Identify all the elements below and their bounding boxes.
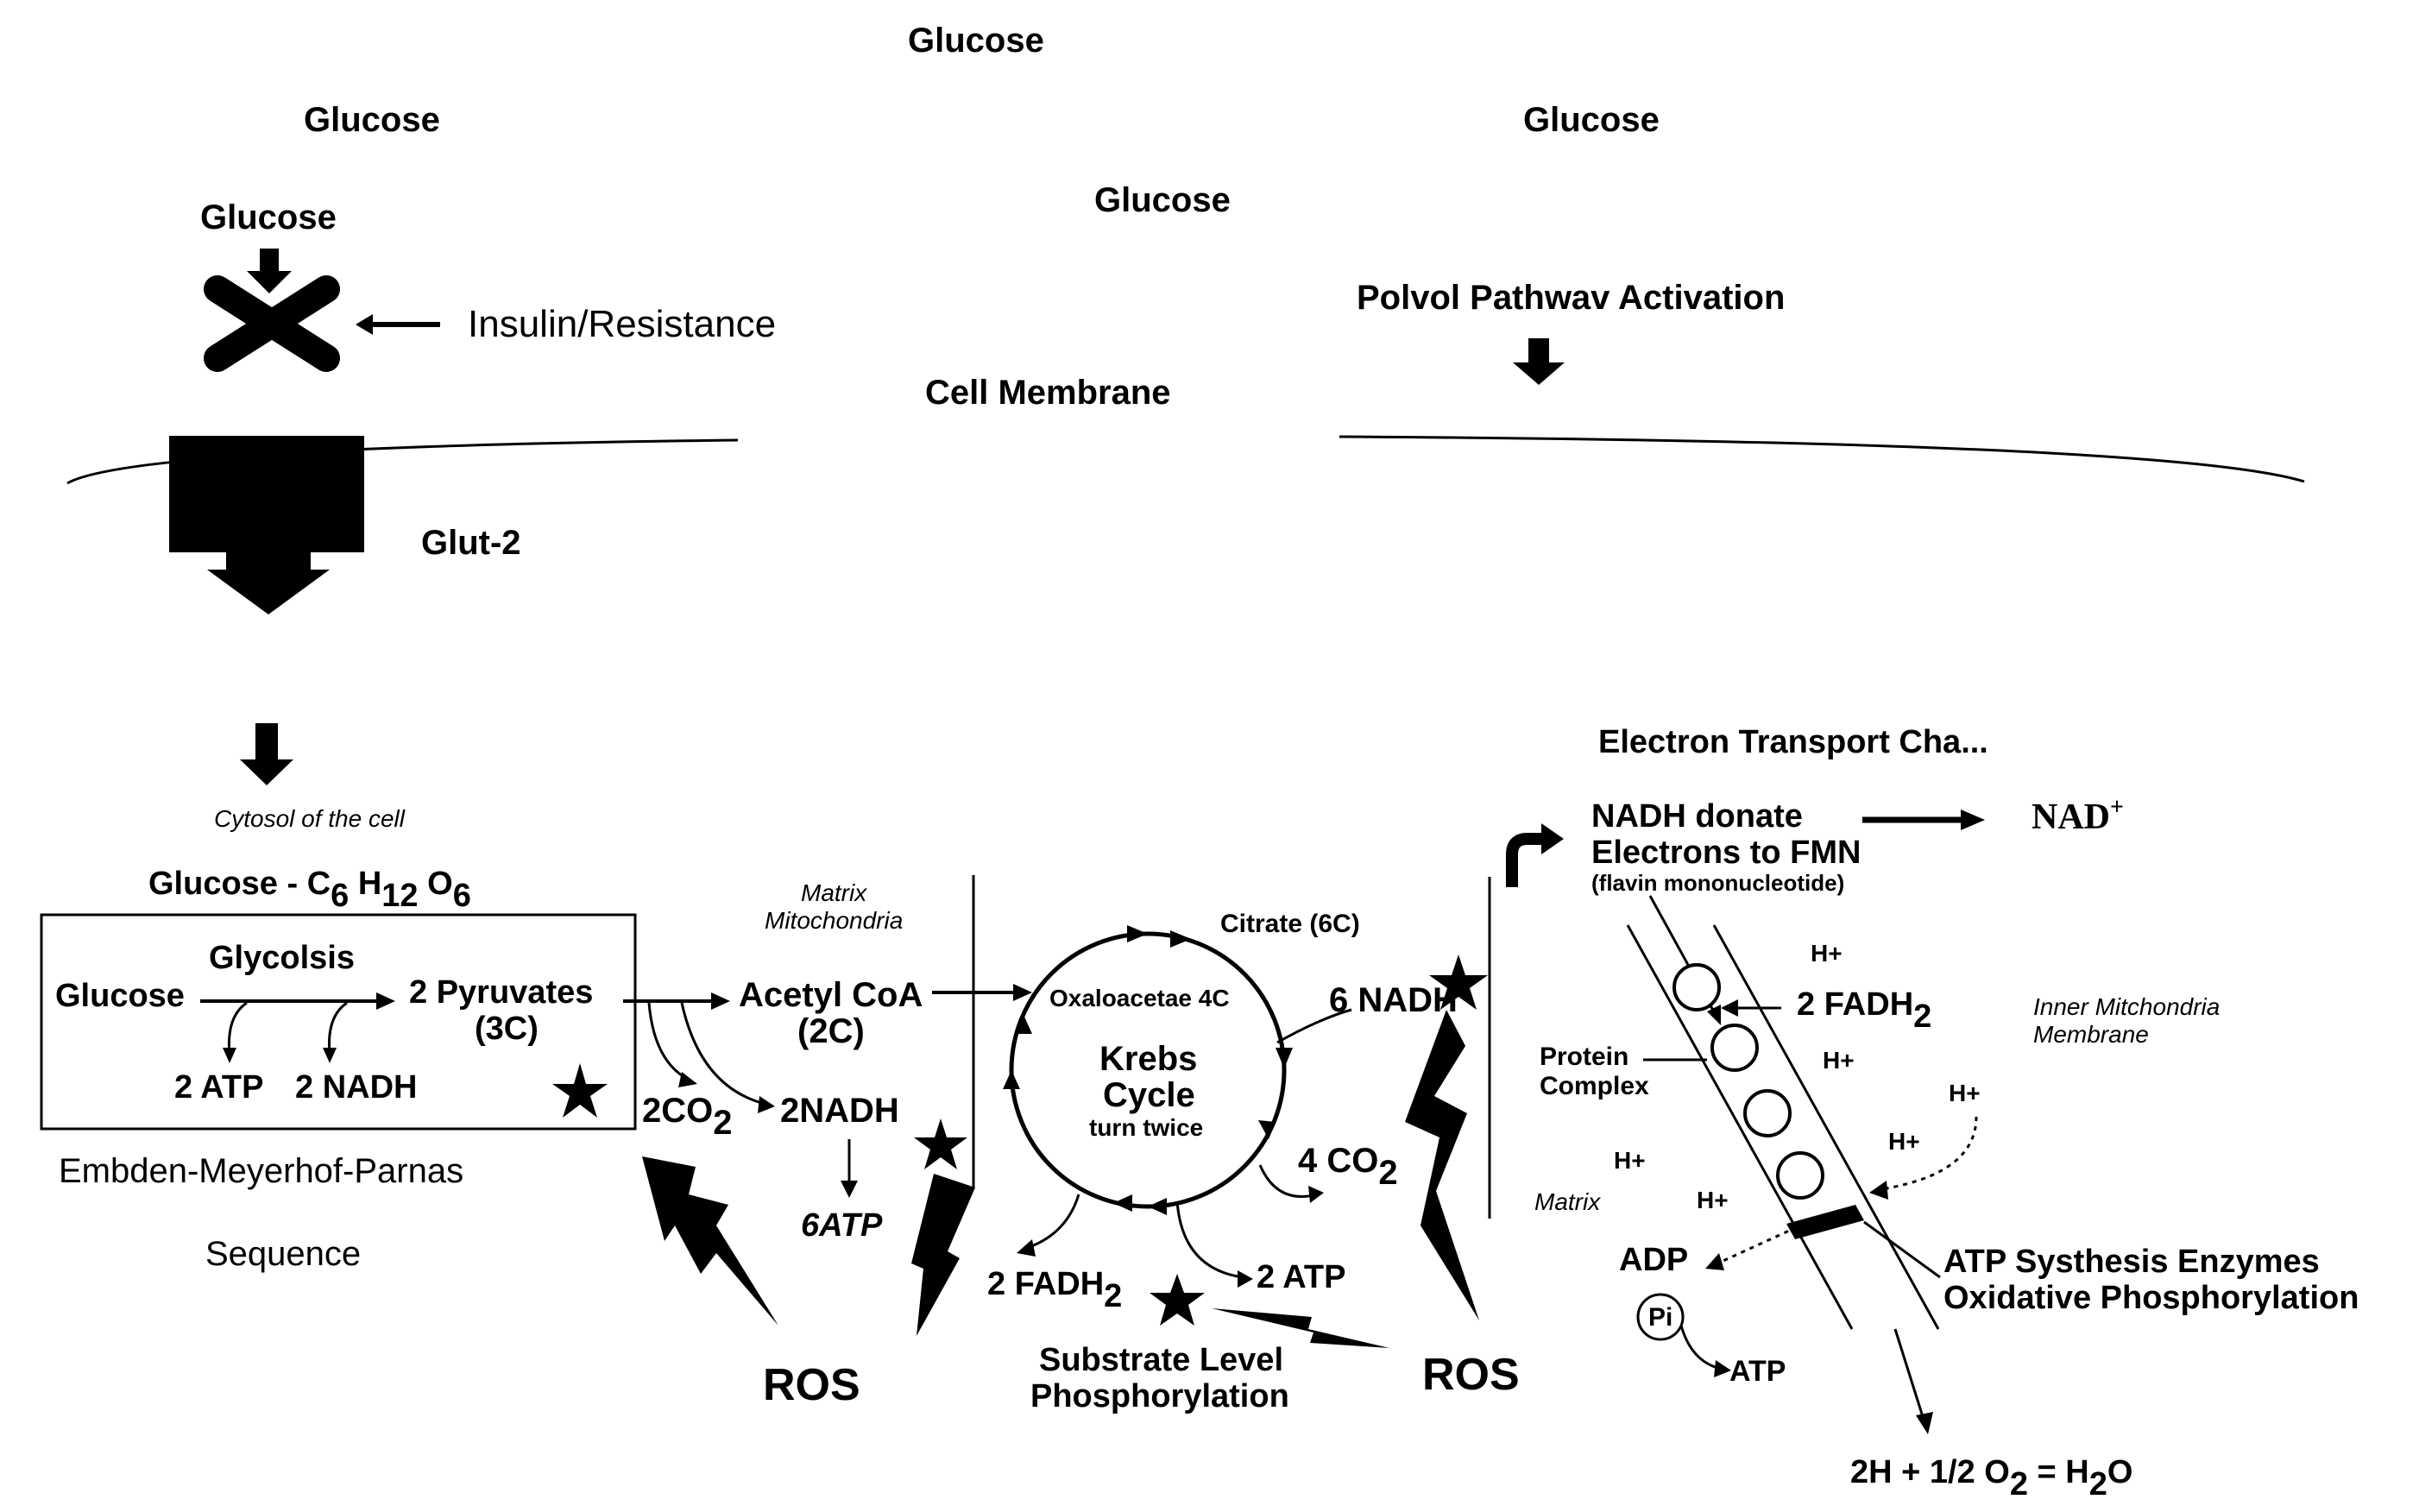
- glucose-label-right: Glucose: [1523, 101, 1660, 139]
- matrix-mitochondria-label: Mitochondria: [765, 907, 903, 934]
- matrix-etc-label: Matrix: [1534, 1188, 1601, 1215]
- water-equation: 2H + 1/2 O2 = H2O: [1850, 1454, 2132, 1503]
- inner-membrane-label-2: Membrane: [2033, 1021, 2149, 1048]
- glycolysis-box: [40, 913, 637, 1131]
- star-icon: [552, 1063, 608, 1118]
- glycolysis-title: Glycolsis: [209, 940, 355, 976]
- ros-label-left: ROS: [763, 1360, 860, 1410]
- star-icon: [914, 1118, 967, 1169]
- protein-complex-circle: [1710, 1024, 1759, 1072]
- cell-membrane-line: [66, 438, 739, 485]
- atp-etc-label: ATP: [1729, 1355, 1786, 1388]
- inner-membrane-label-1: Inner Mitchondria: [2033, 993, 2220, 1020]
- lightning-bolt-icon: [911, 1174, 975, 1336]
- nadh-6-label: 6 NADH: [1329, 981, 1458, 1019]
- co2-4-label: 4 CO2: [1298, 1142, 1398, 1192]
- protein-complex-circle: [1673, 963, 1721, 1011]
- acetyl-coa-carbon: (2C): [797, 1012, 865, 1050]
- krebs-label-2: Cycle: [1103, 1076, 1195, 1114]
- nadh-donate-label-2: Electrons to FMN: [1591, 835, 1861, 871]
- ros-label-right: ROS: [1422, 1350, 1520, 1400]
- nadh-donate-label-1: NADH donate: [1591, 798, 1803, 835]
- acetyl-coa-label: Acetyl CoA: [739, 976, 923, 1014]
- fadh2-krebs-label: 2 FADH2: [987, 1266, 1122, 1314]
- atp-synthase-bar: [1786, 1205, 1864, 1239]
- substrate-level-label-1: Substrate Level: [1039, 1342, 1283, 1378]
- glucose-label-top: Glucose: [908, 22, 1044, 60]
- nadh-donate-label-3: (flavin mononucleotide): [1591, 870, 1844, 896]
- atp-6-label: 6ATP: [801, 1207, 883, 1244]
- left-arrow-icon: [356, 314, 440, 335]
- atp-synthesis-label-2: Oxidative Phosphorylation: [1943, 1280, 2359, 1316]
- h-plus-label: H+: [1949, 1080, 1981, 1106]
- fadh2-etc-label: 2 FADH2: [1797, 986, 1931, 1035]
- glucose-label-mid: Glucose: [1094, 181, 1231, 219]
- adp-label: ADP: [1619, 1242, 1688, 1278]
- cytosol-label: Cytosol of the cell: [214, 805, 406, 832]
- glycolysis-nadh: 2 NADH: [295, 1069, 417, 1106]
- co2-2-label: 2CO2: [642, 1092, 733, 1142]
- star-icon: [1150, 1274, 1205, 1326]
- h-plus-label: H+: [1614, 1147, 1646, 1174]
- protein-complex-label-1: Protein: [1540, 1043, 1628, 1071]
- down-arrow-icon: [1513, 338, 1565, 385]
- nadh-2-label: 2NADH: [780, 1092, 899, 1130]
- emp-label-line1: Embden-Meyerhof-Parnas: [59, 1152, 463, 1190]
- h-plus-label: H+: [1888, 1128, 1920, 1155]
- glucose-label-entry: Glucose: [200, 198, 337, 236]
- cell-membrane-line: [1339, 435, 2305, 483]
- glycolysis-pyruvates: 2 Pyruvates: [409, 974, 593, 1011]
- emp-label-line2: Sequence: [205, 1235, 361, 1273]
- star-icon: [1429, 954, 1488, 1010]
- glycolysis-glucose: Glucose: [55, 978, 185, 1014]
- glycolysis-pyruvates-carbon: (3C): [475, 1011, 539, 1047]
- pi-circle: [1636, 1293, 1685, 1341]
- glucose-label-left: Glucose: [304, 101, 440, 139]
- insulin-resistance-label: Insulin/Resistance: [468, 303, 776, 345]
- protein-complex-label-2: Complex: [1540, 1072, 1649, 1100]
- citrate-label: Citrate (6C): [1220, 910, 1360, 938]
- polyol-pathway-label: Polvol Pathwav Activation: [1357, 279, 1785, 317]
- krebs-label-1: Krebs: [1099, 1040, 1197, 1078]
- cell-membrane-label: Cell Membrane: [925, 374, 1171, 412]
- pi-label: Pi: [1648, 1303, 1673, 1332]
- curved-arrow-icon: [1506, 823, 1564, 887]
- h-plus-label: H+: [1811, 940, 1843, 967]
- protein-complex-circle: [1743, 1089, 1792, 1137]
- blocked-x-icon: [204, 275, 340, 372]
- glut2-label: Glut-2: [421, 524, 521, 562]
- lightning-bolt-icon: [1405, 1010, 1479, 1320]
- protein-complex-circle: [1776, 1151, 1824, 1200]
- etc-membrane-line: [1712, 924, 1940, 1330]
- glucose-formula: Glucose - C6 H12 O6: [148, 866, 471, 914]
- h-plus-label: H+: [1823, 1047, 1855, 1074]
- krebs-label-3: turn twice: [1089, 1114, 1203, 1141]
- glycolysis-atp: 2 ATP: [174, 1069, 263, 1106]
- glut2-transporter-icon: [169, 436, 364, 614]
- lightning-bolt-icon: [1212, 1308, 1389, 1348]
- nad-plus-label: NAD+: [2032, 794, 2124, 837]
- matrix-mitochondria-label: Matrix: [801, 879, 867, 906]
- substrate-level-label-2: Phosphorylation: [1030, 1378, 1289, 1414]
- down-arrow-icon: [240, 723, 293, 785]
- atp-synthesis-label-1: ATP Systhesis Enzymes: [1943, 1244, 2320, 1280]
- h-plus-label: H+: [1697, 1187, 1729, 1213]
- etc-title: Electron Transport Cha...: [1598, 724, 1988, 760]
- lightning-bolt-icon: [642, 1156, 778, 1326]
- down-arrow-icon: [247, 249, 292, 293]
- etc-membrane-line: [1626, 924, 1854, 1330]
- atp-2-krebs-label: 2 ATP: [1257, 1259, 1345, 1295]
- oxaloacetate-label: Oxaloacetae 4C: [1049, 985, 1230, 1011]
